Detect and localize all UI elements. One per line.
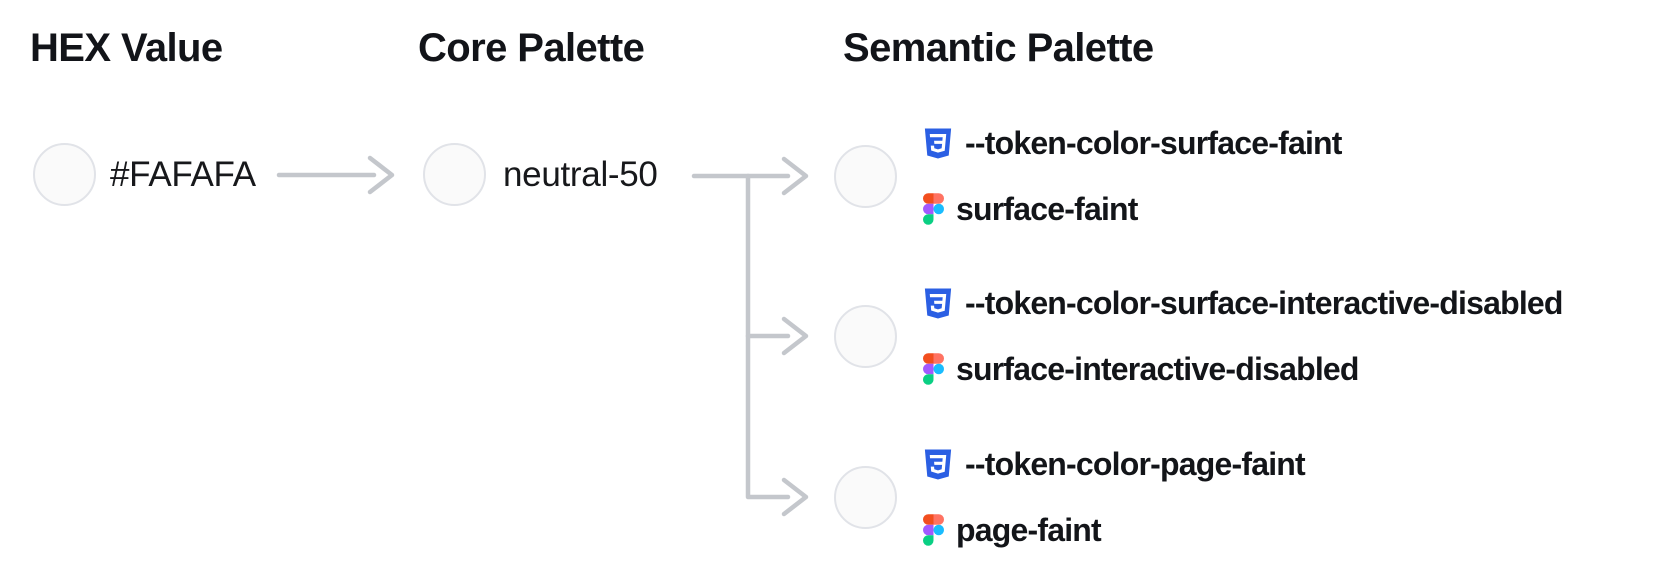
hex-value-label: #FAFAFA xyxy=(110,154,256,194)
core-palette-label: neutral-50 xyxy=(503,154,658,194)
figma-logo-icon xyxy=(923,353,944,385)
semantic-token-lines: --token-color-surface-interactive-disabl… xyxy=(923,270,1563,402)
figma-logo-icon xyxy=(923,193,944,225)
semantic-token-lines: --token-color-page-faint page-faint xyxy=(923,431,1306,563)
css-variable-line: --token-color-surface-faint xyxy=(923,110,1342,176)
figma-style-label: page-faint xyxy=(956,511,1102,548)
figma-logo-icon xyxy=(923,514,944,546)
css-variable-label: --token-color-surface-faint xyxy=(965,124,1342,161)
hex-value-node: #FAFAFA xyxy=(33,143,256,206)
branch-vertical-line xyxy=(745,173,791,500)
arrowhead-semantic-2 xyxy=(781,316,809,356)
semantic-color-swatch xyxy=(834,144,897,208)
css3-shield-icon xyxy=(923,127,953,160)
hex-color-swatch xyxy=(33,143,96,206)
semantic-column-title: Semantic Palette xyxy=(843,26,1154,70)
core-palette-node: neutral-50 xyxy=(423,143,658,206)
css3-shield-icon xyxy=(923,287,953,320)
arrowhead-hex-to-core xyxy=(367,155,395,195)
figma-style-line: page-faint xyxy=(923,497,1305,563)
arrowhead-semantic-1 xyxy=(781,156,809,196)
css-variable-label: --token-color-surface-interactive-disabl… xyxy=(965,284,1563,321)
core-column-title: Core Palette xyxy=(418,26,645,70)
figma-style-label: surface-faint xyxy=(956,190,1138,227)
css-variable-line: --token-color-surface-interactive-disabl… xyxy=(923,270,1563,336)
css-variable-label: --token-color-page-faint xyxy=(965,445,1306,482)
figma-style-label: surface-interactive-disabled xyxy=(956,350,1359,387)
figma-style-line: surface-interactive-disabled xyxy=(923,336,1563,402)
semantic-token-row: --token-color-page-faint page-faint xyxy=(834,414,1306,580)
arrowhead-semantic-3 xyxy=(781,477,809,517)
css-variable-line: --token-color-page-faint xyxy=(923,431,1306,497)
semantic-token-row: --token-color-surface-interactive-disabl… xyxy=(834,253,1563,419)
semantic-color-swatch xyxy=(834,304,897,368)
semantic-color-swatch xyxy=(834,465,897,529)
figma-style-line: surface-faint xyxy=(923,176,1342,242)
hex-column-title: HEX Value xyxy=(30,26,223,70)
core-color-swatch xyxy=(423,143,486,206)
css3-shield-icon xyxy=(923,448,953,481)
semantic-token-lines: --token-color-surface-faint surface-fain… xyxy=(923,110,1342,242)
semantic-token-row: --token-color-surface-faint surface-fain… xyxy=(834,93,1342,259)
